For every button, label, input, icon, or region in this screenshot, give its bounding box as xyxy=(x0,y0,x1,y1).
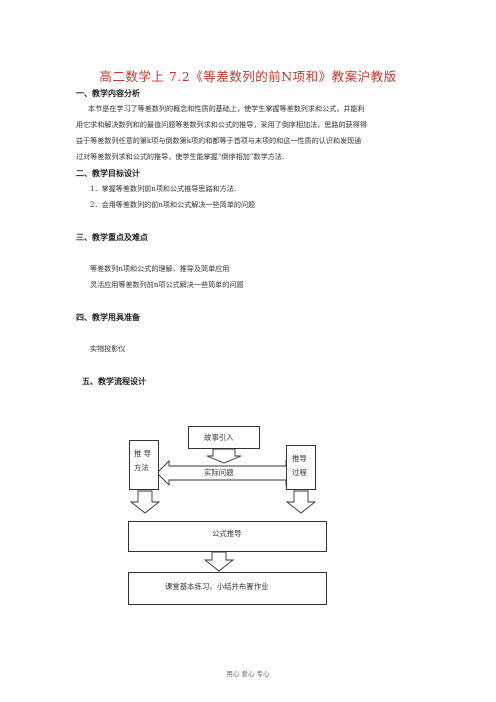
section-1-line-1: 本节是在学习了等差数列的概念和性质的基础上，使学生掌握等差数列求和公式，并能利 xyxy=(88,104,365,113)
section-1-line-2: 用它求和解决数列和的最值问题等差数列求和公式的推导，采用了倒序相加法，思路的获得… xyxy=(76,120,367,129)
document-title: 高二数学上 7.2《等差数列的前N项和》教案沪教版 xyxy=(99,69,397,84)
keypoint-item-2: 灵活应用等差数列前n项公式解决一些简单的问题 xyxy=(90,280,244,289)
method-label-1: 推 导 xyxy=(134,449,152,458)
section-3-heading: 三、教学重点及难点 xyxy=(76,233,148,242)
arrow-left-to-formula xyxy=(129,490,161,514)
objective-item-2: 2．会用等差数列的前n项和公式解决一些简单的问题 xyxy=(90,200,256,209)
section-1-line-3: 益于等差数列任意的第k项与倒数第k项的和都等于首项与末项的和这一性质的认识和发现… xyxy=(76,136,362,145)
process-box: 推导 过程 xyxy=(286,445,316,490)
formula-label: 公式推导 xyxy=(212,529,242,538)
problem-area: 实际问题 xyxy=(181,457,287,491)
process-label-1: 推导 xyxy=(292,454,307,463)
method-box: 推 导 方法 xyxy=(129,440,159,490)
section-2-heading: 二、教学目标设计 xyxy=(76,169,140,178)
story-box: 故事引入 xyxy=(188,426,260,449)
objective-item-1: 1．掌握等差数列前n项和公式推导思路和方法. xyxy=(90,184,237,193)
practice-box: 课堂基本练习、小结并布置作业 xyxy=(128,572,327,605)
arrow-formula-to-practice xyxy=(203,551,235,572)
section-4-heading: 四、教学用具准备 xyxy=(76,313,140,322)
method-label-2: 方法 xyxy=(134,463,149,472)
formula-box: 公式推导 xyxy=(128,521,327,552)
process-label-2: 过程 xyxy=(292,468,307,477)
section-1-heading: 一、教学内容分析 xyxy=(76,89,140,98)
tools-item-1: 实物投影仪 xyxy=(90,344,126,353)
arrow-story-to-problem xyxy=(206,448,242,464)
story-label: 故事引入 xyxy=(204,433,234,442)
arrow-right-to-formula xyxy=(285,490,317,514)
keypoint-item-1: 等差数列n项和公式的理解、推导及简单应用 xyxy=(90,264,230,273)
page-footer: 用心 爱心 专心 xyxy=(226,670,270,678)
practice-label: 课堂基本练习、小结并布置作业 xyxy=(165,582,269,591)
section-5-heading: 五、教学流程设计 xyxy=(82,377,146,386)
section-1-line-4: 过对等差数列求和公式的推导，使学生能掌握“倒序相加”数学方法. xyxy=(76,152,285,161)
problem-label: 实际问题 xyxy=(204,468,234,477)
